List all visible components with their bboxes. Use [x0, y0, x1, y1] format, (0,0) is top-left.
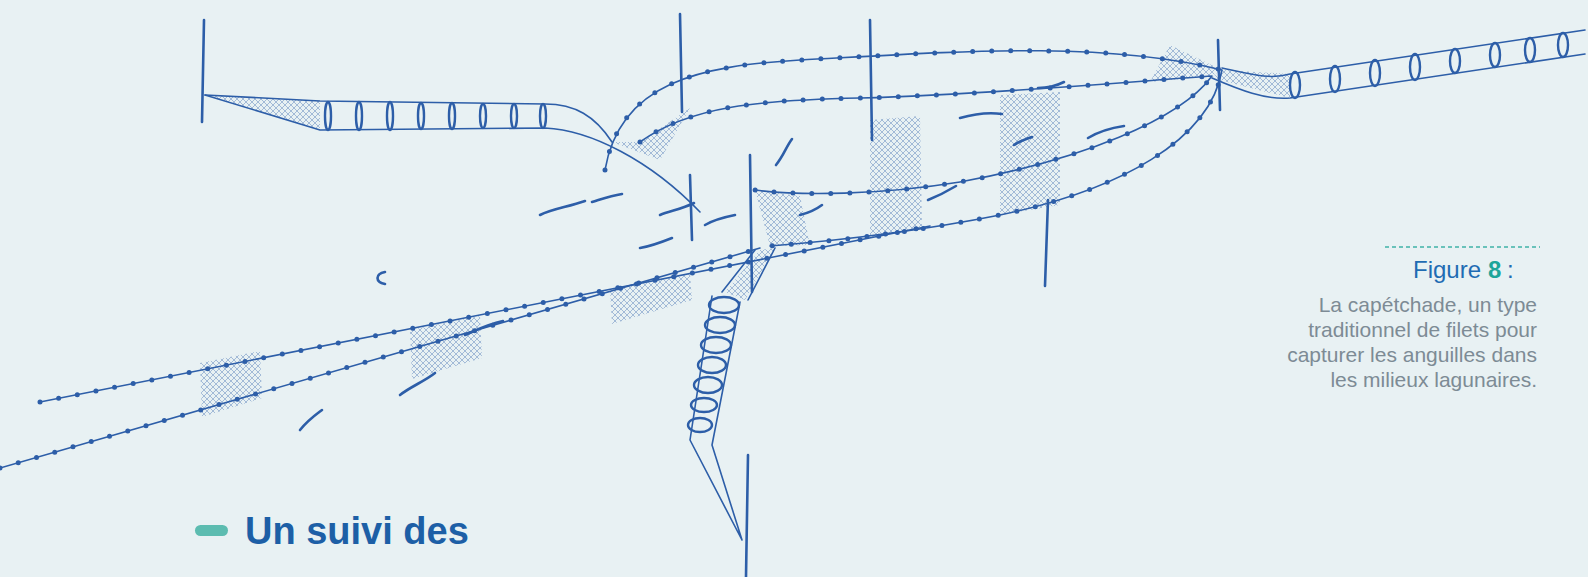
- figure-label: Figure: [1413, 256, 1481, 284]
- caption-rule: [1385, 246, 1540, 247]
- figure-label: :: [1507, 256, 1514, 284]
- eels: [300, 82, 1124, 430]
- figure-number: 8: [1488, 256, 1501, 284]
- net-floats: [0, 51, 1222, 468]
- heading-bullet: [195, 525, 228, 536]
- net-poles: [202, 14, 1220, 577]
- figure-caption: La capétchade, un type traditionnel de f…: [1287, 292, 1537, 392]
- section-heading: Un suivi des: [245, 510, 469, 553]
- net-lines: [0, 30, 1585, 540]
- net-rings: [325, 33, 1568, 432]
